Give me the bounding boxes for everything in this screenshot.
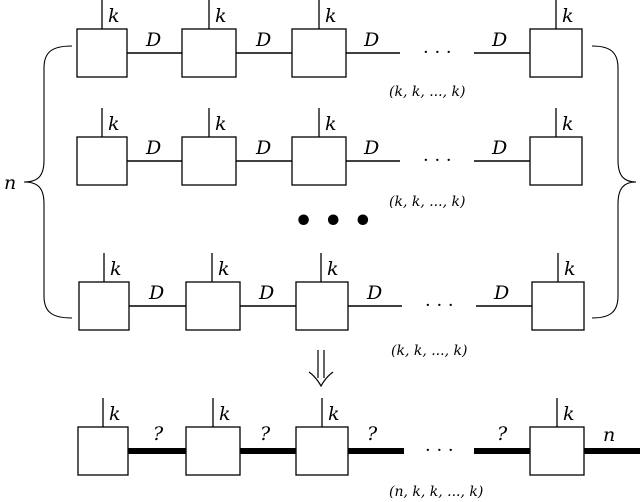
dimension-tuple: (k, k, ..., k)	[391, 343, 467, 359]
mps-row-1: k k k k D D D D · · · (k, k, ..., k)	[76, 0, 583, 100]
bond-label: D	[255, 29, 271, 51]
bond-label: D	[255, 137, 271, 159]
tensor-box	[181, 136, 237, 186]
mps-row-3: k k k k D D D D · · · (k, k, ..., k)	[78, 253, 585, 359]
unknown-bond-label: ?	[153, 423, 164, 445]
ellipsis: · · ·	[423, 42, 452, 63]
leg-label: k	[563, 403, 575, 425]
leg-label: k	[109, 403, 121, 425]
tensor-box	[529, 426, 585, 476]
bond-label: D	[363, 137, 379, 159]
tensor-box	[295, 281, 349, 331]
dimension-tuple: (k, k, ..., k)	[389, 194, 465, 210]
leg-label: k	[328, 403, 340, 425]
dimension-tuple: (k, k, ..., k)	[389, 84, 465, 100]
tensor-box	[531, 281, 585, 331]
brace-label: n	[4, 172, 16, 194]
bond-label: D	[493, 282, 509, 304]
leg-label: k	[110, 258, 122, 280]
bond-label: D	[491, 29, 507, 51]
tensor-box	[185, 426, 241, 476]
tensor-box	[76, 136, 128, 186]
leg-label: k	[219, 403, 231, 425]
leg-label: k	[325, 5, 337, 27]
tensor-box	[78, 281, 130, 331]
right-brace	[591, 45, 637, 319]
leg-label: k	[108, 113, 120, 135]
end-bond-label: n	[603, 424, 615, 446]
tensor-box	[529, 136, 583, 186]
bond-label: D	[258, 282, 274, 304]
leg-label: k	[218, 258, 230, 280]
tensor-box	[529, 28, 583, 78]
unknown-bond-label: ?	[497, 423, 508, 445]
dimension-tuple: (n, k, k, ..., k)	[389, 484, 483, 500]
bond-label: D	[145, 137, 161, 159]
mps-row-2: k k k k D D D D · · · (k, k, ..., k)	[76, 108, 583, 210]
bond-label: D	[366, 282, 382, 304]
leg-label: k	[562, 5, 574, 27]
tensor-box	[76, 28, 128, 78]
rows-ellipsis: • • •	[294, 204, 372, 239]
ellipsis: · · ·	[425, 440, 454, 461]
tensor-box	[291, 136, 347, 186]
tensor-box	[295, 426, 349, 476]
tensor-box	[77, 426, 129, 476]
leg-label: k	[327, 258, 339, 280]
implies-arrow	[308, 350, 334, 388]
bond-label: D	[145, 29, 161, 51]
leg-label: k	[215, 113, 227, 135]
leg-label: k	[325, 113, 337, 135]
unknown-bond-label: ?	[260, 423, 271, 445]
bond-label: D	[491, 137, 507, 159]
result-mps-row: k k k k ? ? ? ? n · · · (n, k, k, ..., k…	[77, 398, 640, 500]
tensor-box	[181, 28, 237, 78]
leg-label: k	[564, 258, 576, 280]
left-brace	[23, 45, 73, 319]
ellipsis: · · ·	[425, 295, 454, 316]
leg-label: k	[108, 5, 120, 27]
tensor-box	[291, 28, 347, 78]
tensor-box	[185, 281, 241, 331]
ellipsis: · · ·	[423, 150, 452, 171]
bond-label: D	[363, 29, 379, 51]
unknown-bond-label: ?	[367, 423, 378, 445]
leg-label: k	[215, 5, 227, 27]
bond-label: D	[148, 282, 164, 304]
leg-label: k	[562, 113, 574, 135]
